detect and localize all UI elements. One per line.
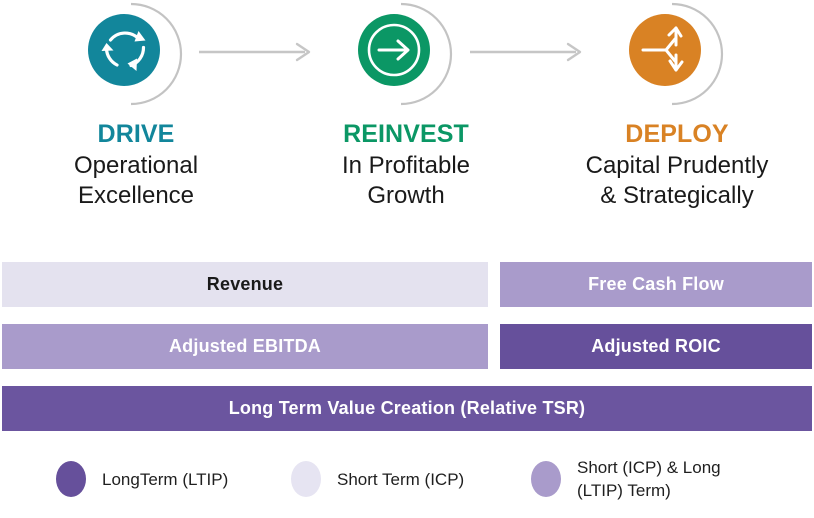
pillar-drive-icon-wrap (76, 0, 196, 108)
legend-swatch-icon (56, 461, 86, 497)
metric-bar-revenue[interactable]: Revenue (2, 262, 488, 307)
pillar-deploy-icon-wrap (617, 0, 737, 108)
legend-item-label: Short (ICP) & Long (LTIP) Term) (577, 458, 721, 500)
legend-swatch-icon (291, 461, 321, 497)
legend: LongTerm (LTIP) Short Term (ICP) Short (… (0, 448, 814, 518)
open-arc-decoration (671, 2, 724, 106)
legend-swatch-icon (531, 461, 561, 497)
pillar-deploy-subtitle: Capital Prudently & Strategically (585, 152, 769, 209)
branching-arrow-icon (629, 14, 701, 86)
pillar-deploy: DEPLOY Capital Prudently & Strategically (541, 0, 813, 240)
metric-bar-adjusted-ebitda[interactable]: Adjusted EBITDA (2, 324, 488, 369)
arrow-right-circle-icon (358, 14, 430, 86)
connector-arrow-reinvest-to-deploy (470, 42, 582, 62)
metric-bar-adjusted-roic[interactable]: Adjusted ROIC (500, 324, 812, 369)
pillar-drive-title: DRIVE (97, 120, 175, 148)
metric-bar-row: Revenue Free Cash Flow (2, 262, 812, 307)
legend-item-long-term-ltip: LongTerm (LTIP) (56, 448, 228, 510)
strategy-pillars: DRIVE Operational Excellence REINVEST In… (0, 0, 814, 240)
recycle-arrows-icon (88, 14, 160, 86)
pillar-reinvest: REINVEST In Profitable Growth (270, 0, 542, 240)
pillar-reinvest-title: REINVEST (343, 120, 469, 148)
pillar-deploy-title: DEPLOY (625, 120, 729, 148)
metric-bars: Revenue Free Cash Flow Adjusted EBITDA A… (2, 262, 812, 431)
connector-arrow-drive-to-reinvest (199, 42, 311, 62)
metric-bar-row: Long Term Value Creation (Relative TSR) (2, 386, 812, 431)
legend-item-label: LongTerm (LTIP) (102, 469, 229, 489)
open-arc-decoration (130, 2, 183, 106)
pillar-reinvest-icon-wrap (346, 0, 466, 108)
legend-item-short-term-icp: Short Term (ICP) (291, 448, 464, 510)
pillar-reinvest-subtitle: In Profitable Growth (341, 152, 471, 209)
legend-item-short-icp-and-long-ltip-term: Short (ICP) & Long (LTIP) Term) (531, 448, 721, 510)
pillar-drive-subtitle: Operational Excellence (73, 152, 199, 209)
open-arc-decoration (400, 2, 453, 106)
legend-item-label: Short Term (ICP) (337, 469, 465, 489)
metric-bar-free-cash-flow[interactable]: Free Cash Flow (500, 262, 812, 307)
metric-bar-long-term-value-creation[interactable]: Long Term Value Creation (Relative TSR) (2, 386, 812, 431)
metric-bar-row: Adjusted EBITDA Adjusted ROIC (2, 324, 812, 369)
pillar-drive: DRIVE Operational Excellence (0, 0, 272, 240)
